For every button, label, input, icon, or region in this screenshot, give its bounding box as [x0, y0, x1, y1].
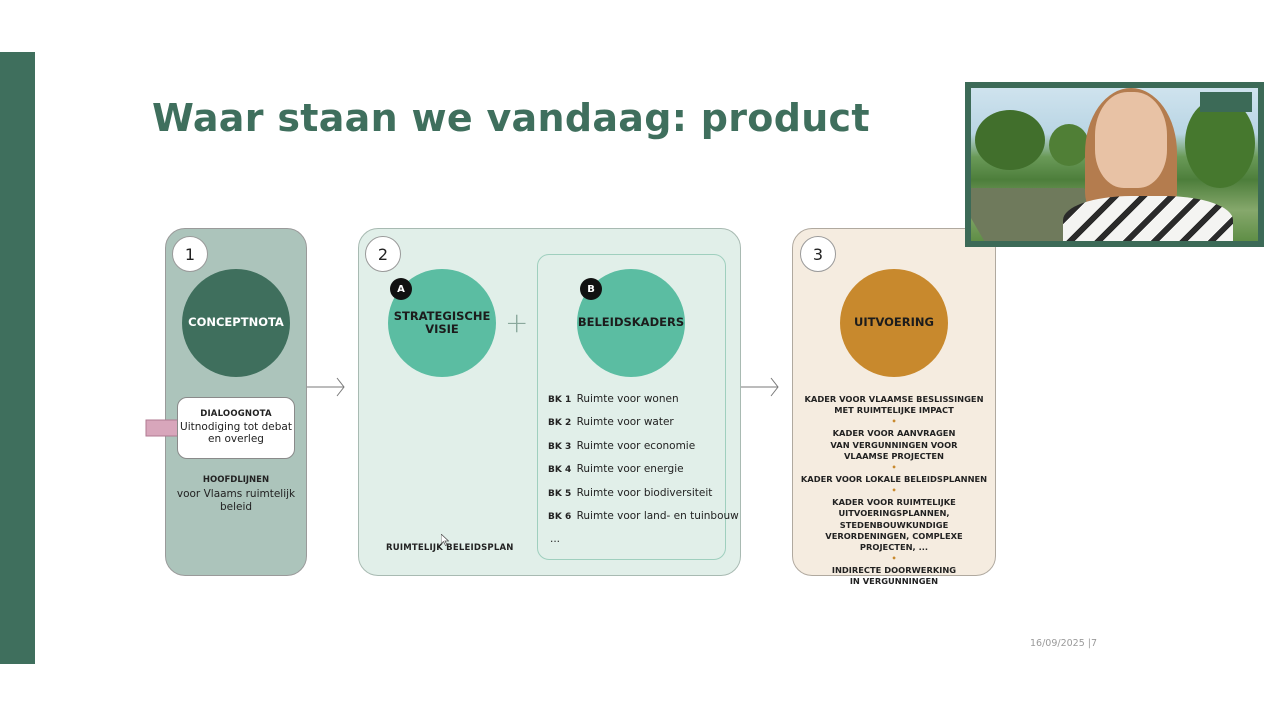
uitvoering-list: KADER VOOR VLAAMSE BESLISSINGEN MET RUIM…: [796, 394, 992, 587]
list-item: BK 5 Ruimte voor biodiversiteit: [548, 486, 713, 499]
list-item: BK 3 Ruimte voor economie: [548, 439, 696, 452]
arrow-right-icon: [741, 377, 779, 397]
step-number-2: 2: [365, 236, 401, 272]
list-item: KADER VOOR LOKALE BELEIDSPLANNEN: [800, 473, 988, 484]
hoofdlijnen-text: voor Vlaams ruimtelijk beleid: [176, 488, 296, 513]
slide-footer-date-page: 16/09/2025 |7: [1030, 638, 1098, 649]
step-number-1: 1: [172, 236, 208, 272]
list-item: BK 1 Ruimte voor wonen: [548, 393, 679, 405]
list-item: BK 6 Ruimte voor land- en tuinbouw: [548, 509, 739, 522]
badge-a: A: [390, 278, 412, 300]
dialoognota-text: Uitnodiging tot debat en overleg: [180, 421, 292, 446]
mouse-cursor-icon: [441, 534, 449, 546]
list-item: KADER VOOR AANVRAGEN VAN VERGUNNINGEN VO…: [830, 428, 958, 461]
separator-dot-icon: •: [891, 462, 897, 472]
separator-dot-icon: •: [891, 554, 897, 564]
list-item: KADER VOOR RUIMTELIJKE UITVOERINGSPLANNE…: [825, 497, 963, 552]
video-background-tree: [975, 110, 1045, 170]
video-background-tree: [1185, 98, 1255, 188]
list-item: ...: [550, 533, 561, 546]
ruimtelijk-beleidsplan-label: RUIMTELIJK BELEIDSPLAN: [386, 543, 514, 553]
dialoognota-title: DIALOOGNOTA: [200, 409, 272, 419]
hoofdlijnen-block: HOOFDLIJNEN voor Vlaams ruimtelijk belei…: [165, 475, 307, 513]
separator-dot-icon: •: [891, 486, 897, 496]
dialoognota-box: DIALOOGNOTA Uitnodiging tot debat en ove…: [177, 397, 295, 459]
badge-b: B: [580, 278, 602, 300]
presenter-shirt: [1063, 196, 1233, 241]
presenter-video-feed: [971, 88, 1258, 241]
circle-conceptnota: CONCEPTNOTA: [182, 269, 290, 377]
circle-uitvoering: UITVOERING: [840, 269, 948, 377]
slide-side-accent-bar: [0, 52, 35, 664]
plus-icon: +: [505, 306, 529, 339]
step-number-3: 3: [800, 236, 836, 272]
list-item: KADER VOOR VLAAMSE BESLISSINGEN MET RUIM…: [804, 394, 984, 416]
panel-ruimtelijk-beleidsplan: [358, 228, 741, 576]
beleidskaders-list: BK 1 Ruimte voor wonen BK 2 Ruimte voor …: [548, 393, 739, 557]
separator-dot-icon: •: [891, 417, 897, 427]
list-item: BK 2 Ruimte voor water: [548, 416, 674, 429]
video-overlay-logo-right: [1200, 92, 1252, 112]
hoofdlijnen-title: HOOFDLIJNEN: [202, 475, 270, 485]
arrow-right-icon: [307, 377, 345, 397]
slide-title: Waar staan we vandaag: product: [152, 96, 870, 140]
list-item: INDIRECTE DOORWERKING IN VERGUNNINGEN: [831, 565, 957, 587]
list-item: BK 4 Ruimte voor energie: [548, 463, 684, 476]
presenter-face: [1095, 92, 1167, 188]
video-background-tree: [1049, 124, 1089, 166]
beleidskaders-frame: [537, 254, 726, 560]
presenter-video-tile[interactable]: [965, 82, 1264, 247]
